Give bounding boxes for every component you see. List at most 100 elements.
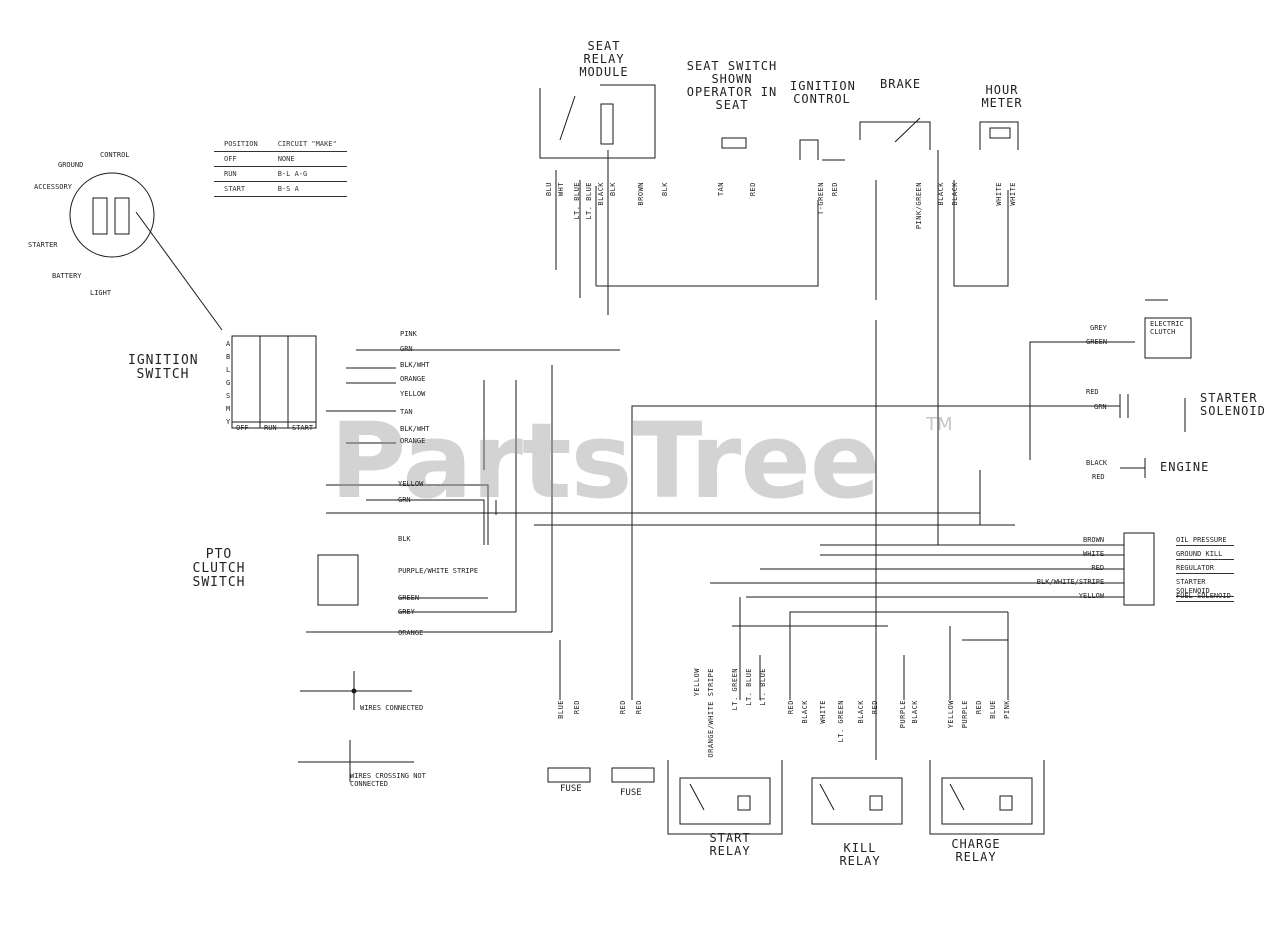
ignition-control-title: IGNITION CONTROL: [790, 79, 856, 106]
relay-top-wire-label: WHITE: [1009, 182, 1017, 206]
key-table-cell: OFF: [214, 151, 268, 167]
relay-top-wire-label: WHT: [557, 182, 565, 197]
bottom-wire-label: BLUE: [989, 700, 997, 719]
key-table-cell: RUN: [214, 166, 268, 182]
ignition-switch-title: IGNITION SWITCH: [128, 353, 199, 382]
bottom-wire-label: LT. GREEN: [731, 668, 739, 711]
relay-top-wire-label: WHITE: [995, 182, 1003, 206]
kill-relay-title: KILL RELAY: [839, 841, 881, 868]
clutch-wire-0: GREY: [1090, 324, 1107, 332]
ignition-wire-label: BLK/WHT: [400, 425, 430, 433]
bottom-wire-label: WHITE: [819, 700, 827, 724]
switch-column-label: START: [292, 424, 314, 432]
fuse-title: FUSE: [560, 784, 582, 794]
key-position-label: STARTER: [28, 241, 58, 249]
key-position-label: ACCESSORY: [34, 183, 72, 191]
engine-wire-0: BLACK: [1086, 459, 1108, 467]
switch-pin-label: L: [226, 366, 231, 374]
pto-wire-label: GREEN: [398, 594, 420, 602]
bottom-wire-label: RED: [619, 700, 627, 715]
legend-connected: WIRES CONNECTED: [360, 704, 424, 712]
engine-wire-label: YELLOW: [1078, 592, 1105, 600]
bottom-wire-label: PURPLE: [899, 700, 907, 729]
relay-top-wire-label: RED: [831, 182, 839, 197]
relay-top-wire-label: BLK: [609, 182, 617, 197]
bottom-wire-label: RED: [975, 700, 983, 715]
pto-wire-label: YELLOW: [398, 480, 424, 488]
switch-column-label: RUN: [264, 424, 277, 432]
switch-pin-label: A: [226, 340, 231, 348]
fuse2-title: FUSE: [620, 788, 642, 798]
key-table-cell: B-S A: [267, 181, 347, 197]
bottom-wire-label: RED: [871, 700, 879, 715]
bottom-wire-label: LT. BLUE: [759, 668, 767, 706]
key-table-cell: START: [214, 181, 268, 197]
switch-pin-label: Y: [226, 418, 231, 426]
engine-output-label: REGULATOR: [1176, 564, 1234, 574]
bottom-wire-label: RED: [573, 700, 581, 715]
ignition-wire-label: PINK: [400, 330, 417, 338]
engine-title: ENGINE: [1160, 460, 1210, 474]
relay-top-wire-label: BLK: [661, 182, 669, 197]
engine-wire-label: RED: [1091, 564, 1105, 572]
key-position-label: LIGHT: [90, 289, 112, 297]
key-table-cell: NONE: [267, 151, 347, 167]
seat-relay-module-title: SEAT RELAY MODULE: [579, 39, 629, 79]
relay-top-wire-label: TAN: [717, 182, 725, 197]
engine-wire-1: RED: [1092, 473, 1105, 481]
ignition-wire-label: ORANGE: [400, 375, 426, 383]
relay-top-wire-label: RED: [749, 182, 757, 197]
start-relay-title: START RELAY: [709, 831, 751, 858]
engine-wire-label: WHITE: [1083, 550, 1105, 558]
bottom-wire-label: BLACK: [911, 700, 919, 724]
key-table-cell: CIRCUIT "MAKE": [267, 137, 347, 152]
pto-wire-label: GRN: [398, 496, 411, 504]
key-position-label: BATTERY: [52, 272, 82, 280]
seat-switch-title: SEAT SWITCH SHOWN OPERATOR IN SEAT: [686, 59, 778, 112]
key-position-label: GROUND: [58, 161, 84, 169]
relay-top-wire-label: BLU: [545, 182, 553, 197]
bottom-wire-label: BLACK: [801, 700, 809, 724]
key-position-label: CONTROL: [100, 151, 130, 159]
engine-output-label: STARTER SOLENOID: [1176, 578, 1234, 597]
engine-output-label: FUEL SOLENOID: [1176, 592, 1234, 602]
ignition-wire-label: ORANGE: [400, 437, 426, 445]
brake-title: BRAKE: [880, 77, 922, 91]
solenoid-wire-1: GRN: [1094, 403, 1107, 411]
clutch-wire-1: GREEN: [1086, 338, 1108, 346]
switch-pin-label: G: [226, 379, 231, 387]
bottom-wire-label: RED: [787, 700, 795, 715]
pto-wire-label: GREY: [398, 608, 415, 616]
bottom-wire-label: PINK: [1003, 700, 1011, 719]
relay-top-wire-label: BLACK: [937, 182, 945, 206]
ignition-wire-label: BLK/WHT: [400, 361, 430, 369]
relay-top-wire-label: BROWN: [637, 182, 645, 206]
engine-output-label: GROUND KILL: [1176, 550, 1234, 560]
charge-relay-title: CHARGE RELAY: [951, 837, 1001, 864]
pto-switch-title: PTO CLUTCH SWITCH: [192, 547, 246, 590]
legend-crossing: WIRES CROSSING NOT CONNECTED: [350, 772, 426, 788]
switch-column-label: OFF: [236, 424, 249, 432]
engine-output-label: OIL PRESSURE: [1176, 536, 1234, 546]
partstree-watermark: PartsTree: [330, 400, 880, 522]
relay-top-wire-label: BLACK: [597, 182, 605, 206]
engine-wire-label: BROWN: [1083, 536, 1105, 544]
bottom-wire-label: LT. GREEN: [837, 700, 845, 743]
relay-top-wire-label: BLACK: [951, 182, 959, 206]
ignition-wire-label: YELLOW: [400, 390, 426, 398]
key-table-cell: B-L A-G: [267, 166, 347, 182]
trademark-mark: TM: [926, 414, 953, 435]
bottom-wire-label: RED: [635, 700, 643, 715]
pto-wire-label: BLK: [398, 535, 411, 543]
starter-solenoid-title: STARTER SOLENOID: [1200, 391, 1266, 418]
switch-pin-label: S: [226, 392, 231, 400]
bottom-wire-label: PURPLE: [961, 700, 969, 729]
switch-pin-label: B: [226, 353, 231, 361]
bottom-wire-label: BLACK: [857, 700, 865, 724]
bottom-wire-label: YELLOW: [693, 668, 701, 697]
